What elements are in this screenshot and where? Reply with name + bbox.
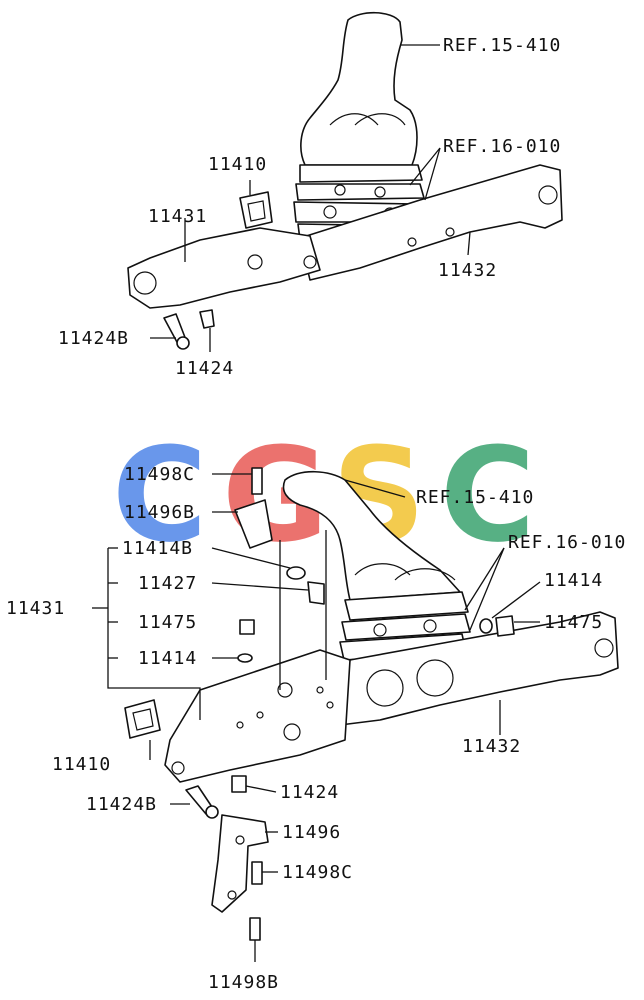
label-11432-bottom: 11432 — [462, 736, 521, 757]
bottom-plug-11475-left — [239, 619, 255, 635]
top-plate-1 — [299, 164, 423, 183]
bottom-bolt-11424 — [231, 775, 247, 793]
bottom-bolt-11498c-top — [251, 467, 263, 495]
label-11431-bottom: 11431 — [6, 598, 65, 619]
label-11498c-bottom: 11498C — [282, 862, 353, 883]
label-ref-15-410-bottom: REF.15-410 — [416, 487, 534, 508]
bottom-plug-11475-right — [495, 615, 515, 637]
bottom-gasket-11410 — [124, 699, 161, 739]
bottom-plate-1 — [344, 591, 469, 621]
bottom-seal-11414b — [286, 566, 306, 580]
label-11496: 11496 — [282, 822, 341, 843]
bottom-bolt-11498c-bottom — [251, 861, 263, 885]
label-ref-15-410-top: REF.15-410 — [443, 35, 561, 56]
label-11498b: 11498B — [208, 972, 279, 993]
top-bolt-11424b — [163, 313, 190, 350]
label-11427: 11427 — [138, 573, 197, 594]
label-11410-top: 11410 — [208, 154, 267, 175]
label-11475-right: 11475 — [544, 612, 603, 633]
label-11424b-bottom: 11424B — [86, 794, 157, 815]
label-11475-left: 11475 — [138, 612, 197, 633]
label-ref-16-010-top: REF.16-010 — [443, 136, 561, 157]
bottom-bracket-11496b — [234, 499, 273, 549]
label-11414b: 11414B — [122, 538, 193, 559]
bottom-plug-11427 — [307, 581, 325, 605]
watermark-letter-c1: C — [112, 419, 207, 571]
label-11424-top: 11424 — [175, 358, 234, 379]
top-bolt-11424 — [199, 309, 215, 329]
top-manifold-right — [299, 164, 563, 281]
top-assembly: REF.15-410 REF.16-010 11410 11431 11432 … — [58, 11, 563, 379]
watermark-letter-c2: C — [440, 419, 535, 571]
bottom-assembly: 11498C 11496B REF.15-410 REF.16-010 1141… — [6, 464, 626, 993]
bottom-washer-11414-left — [237, 653, 253, 663]
label-11424-bottom: 11424 — [280, 782, 339, 803]
bottom-bracket-11496 — [211, 814, 269, 913]
label-11431-top: 11431 — [148, 206, 207, 227]
bottom-washer-11414-right — [479, 618, 493, 634]
label-11414-right: 11414 — [544, 570, 603, 591]
label-11498c-top: 11498C — [124, 464, 195, 485]
bottom-manifold-right — [339, 611, 619, 726]
label-11414-left: 11414 — [138, 648, 197, 669]
label-11496b: 11496B — [124, 502, 195, 523]
top-manifold-left — [127, 227, 321, 309]
top-plate-2 — [295, 183, 425, 201]
label-11410-bottom: 11410 — [52, 754, 111, 775]
bottom-plate-2 — [341, 613, 471, 641]
top-intake-pipe — [300, 11, 418, 166]
bottom-bolt-11498b — [249, 917, 261, 941]
top-gasket-11410 — [239, 191, 273, 229]
label-ref-16-010-bottom: REF.16-010 — [508, 532, 626, 553]
label-11424b-top: 11424B — [58, 328, 129, 349]
bottom-intake-pipe — [282, 470, 461, 601]
label-11432-top: 11432 — [438, 260, 497, 281]
